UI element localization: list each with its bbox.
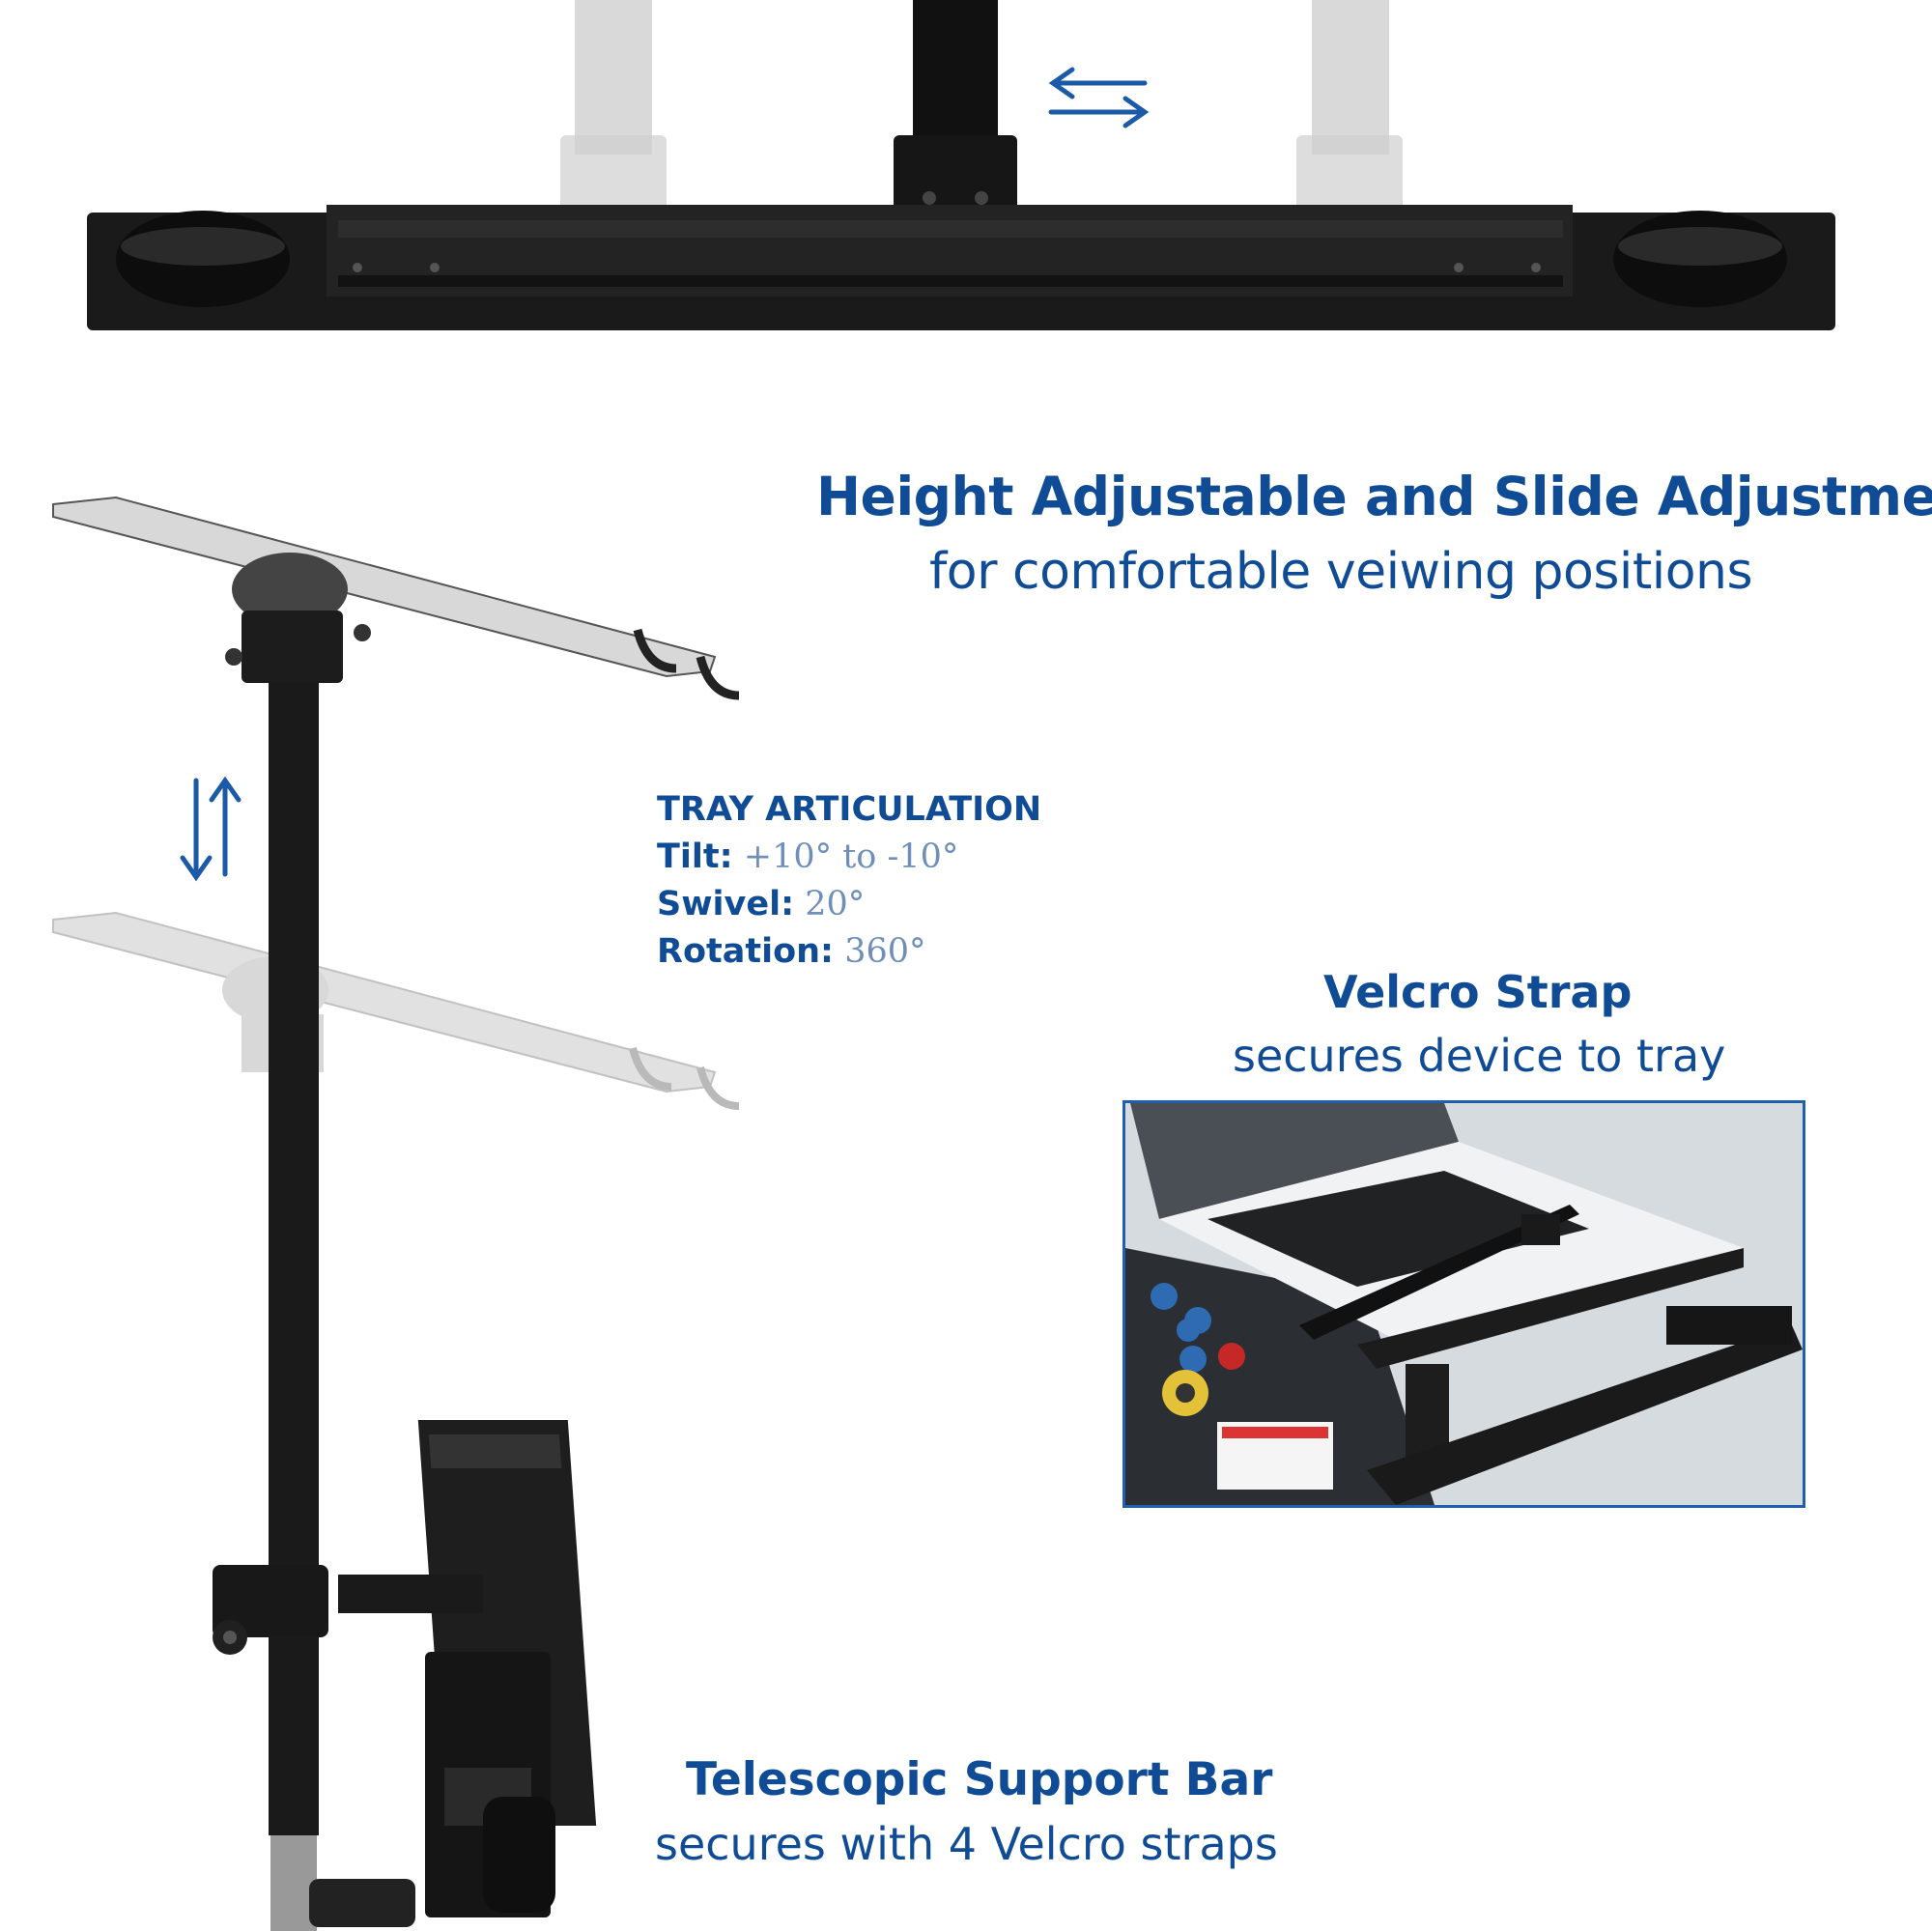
spec-swivel-label: Swivel: <box>657 885 795 923</box>
spec-rotation-label: Rotation: <box>657 932 835 971</box>
laptop-tray-photo <box>1125 1103 1803 1505</box>
spec-rotation: Rotation: 360° <box>657 932 926 971</box>
spec-rotation-value: 360° <box>844 932 926 971</box>
velcro-subtitle: secures device to tray <box>1233 1030 1726 1082</box>
height-arrows-icon <box>180 776 242 882</box>
telescopic-title: Telescopic Support Bar <box>686 1753 1273 1806</box>
slide-bar-image <box>87 0 1835 330</box>
slide-arrows-icon <box>1048 67 1150 128</box>
spec-tilt-label: Tilt: <box>657 838 733 876</box>
headline-subtitle: for comfortable veiwing positions <box>929 543 1753 601</box>
spec-tilt-value: +10° to -10° <box>743 838 959 876</box>
tray-articulation-heading: TRAY ARTICULATION <box>657 790 1042 829</box>
spec-tilt: Tilt: +10° to -10° <box>657 838 958 876</box>
headline-title: Height Adjustable and Slide Adjustment <box>816 466 1932 527</box>
spec-swivel-value: 20° <box>805 885 866 923</box>
velcro-inset-photo <box>1122 1100 1805 1508</box>
pole-tray-image <box>52 496 740 1931</box>
velcro-title: Velcro Strap <box>1323 966 1633 1018</box>
spec-swivel: Swivel: 20° <box>657 885 865 923</box>
telescopic-subtitle: secures with 4 Velcro straps <box>655 1818 1278 1870</box>
